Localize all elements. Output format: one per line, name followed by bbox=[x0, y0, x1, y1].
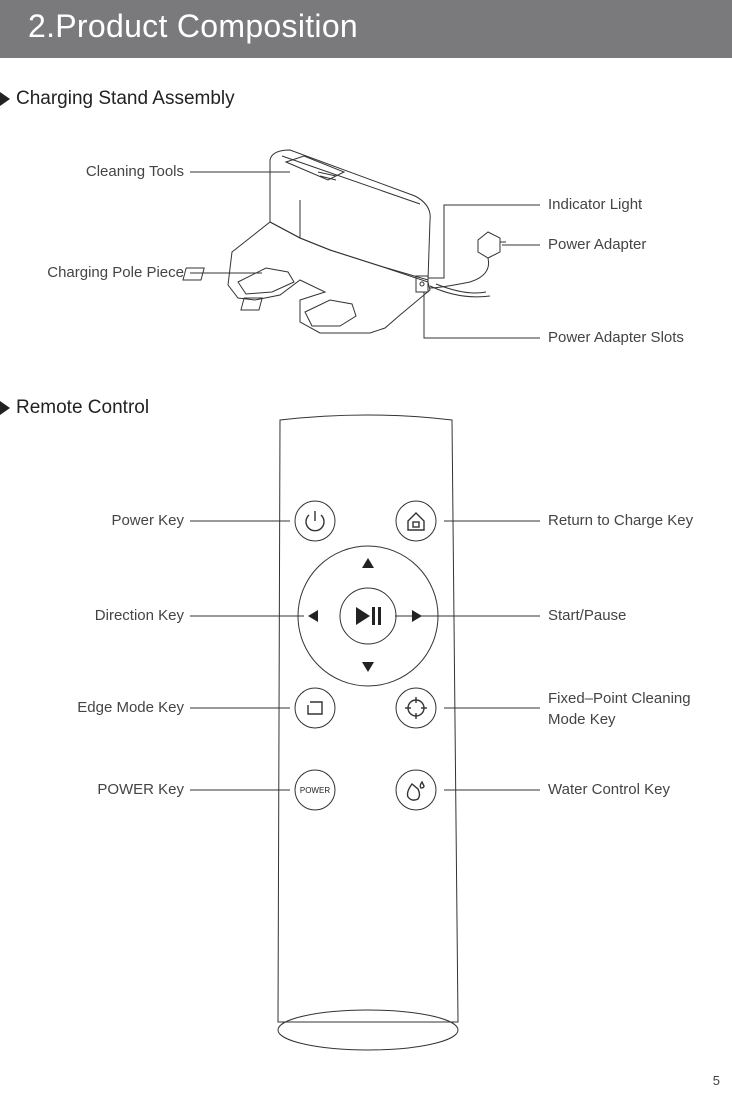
fixed-point-icon bbox=[405, 697, 427, 719]
label-direction-key: Direction Key bbox=[94, 607, 184, 624]
label-power-adapter: Power Adapter bbox=[548, 236, 647, 253]
edge-mode-icon bbox=[307, 701, 323, 715]
arrow-right-icon bbox=[412, 610, 422, 622]
play-icon bbox=[356, 607, 370, 625]
label-indicator-light: Indicator Light bbox=[548, 196, 643, 213]
triangle-bullet-icon bbox=[0, 401, 10, 415]
label-power-key: Power Key bbox=[111, 512, 184, 529]
remote-control-illustration bbox=[277, 414, 459, 1051]
label-return-to-charge-key: Return to Charge Key bbox=[548, 512, 694, 529]
label-fixed-point-line2: Mode Key bbox=[548, 711, 616, 728]
page-header: 2.Product Composition bbox=[0, 0, 732, 58]
section-heading-text: Charging Stand Assembly bbox=[16, 88, 235, 109]
label-charging-pole-piece: Charging Pole Piece bbox=[47, 264, 184, 281]
arrow-down-icon bbox=[362, 662, 374, 672]
section-heading-charging-stand: Charging Stand Assembly bbox=[0, 88, 235, 110]
arrow-left-icon bbox=[308, 610, 318, 622]
page-number: 5 bbox=[712, 1073, 720, 1088]
pause-bar-left bbox=[372, 607, 375, 625]
charging-pole-left bbox=[182, 267, 205, 281]
label-fixed-point-line1: Fixed–Point Cleaning bbox=[548, 690, 691, 707]
label-power-caps-key: POWER Key bbox=[97, 781, 184, 798]
label-water-control-key: Water Control Key bbox=[548, 781, 670, 798]
label-edge-mode-key: Edge Mode Key bbox=[77, 699, 184, 716]
water-drop-icon bbox=[406, 780, 425, 801]
label-cleaning-tools: Cleaning Tools bbox=[85, 163, 184, 180]
charging-pole-right bbox=[240, 297, 263, 311]
section-heading-remote-control: Remote Control bbox=[0, 397, 149, 419]
label-fixed-point-cleaning-mode-key: Fixed–Point Cleaning Mode Key bbox=[548, 688, 691, 730]
label-power-adapter-slots: Power Adapter Slots bbox=[548, 329, 684, 346]
charging-stand-illustration bbox=[182, 149, 506, 334]
home-icon bbox=[407, 512, 425, 531]
section-heading-text: Remote Control bbox=[16, 397, 150, 418]
power-icon bbox=[305, 511, 325, 532]
triangle-bullet-icon bbox=[0, 92, 10, 106]
pause-bar-right bbox=[378, 607, 381, 625]
power-button-text: POWER bbox=[300, 786, 330, 795]
arrow-up-icon bbox=[362, 558, 374, 568]
page-title: 2.Product Composition bbox=[28, 8, 359, 44]
label-start-pause: Start/Pause bbox=[548, 607, 627, 624]
